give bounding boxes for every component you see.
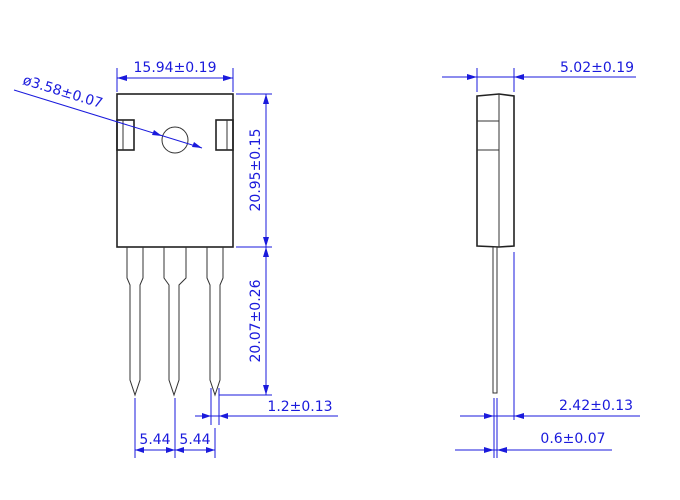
side-dimensions: 5.02±0.19 2.42±0.13 0.6±0.07 bbox=[442, 60, 640, 458]
right-tab bbox=[215, 119, 234, 151]
front-dimensions: 15.94±0.19 ø3.58±0.07 20.95±0.15 20.07±0… bbox=[13, 60, 338, 458]
lead-length-dimension-label: 20.07±0.26 bbox=[248, 279, 264, 362]
side-body bbox=[476, 93, 515, 248]
package-body bbox=[116, 93, 234, 248]
thickness-dimension-label: 5.02±0.19 bbox=[560, 60, 634, 76]
side-view bbox=[476, 93, 515, 394]
lead-thickness-dimension-label: 0.6±0.07 bbox=[540, 431, 605, 447]
lead-1 bbox=[126, 247, 144, 397]
body-height-dimension-label: 20.95±0.15 bbox=[248, 129, 264, 212]
hole-dimension-label: ø3.58±0.07 bbox=[21, 73, 105, 112]
lead-3 bbox=[206, 247, 224, 397]
pitch-left-dimension-label: 5.44 bbox=[139, 432, 170, 448]
lead-offset-dimension-label: 2.42±0.13 bbox=[559, 398, 633, 414]
left-tab bbox=[116, 119, 135, 151]
mounting-hole bbox=[161, 126, 189, 154]
pitch-right-dimension-label: 5.44 bbox=[179, 432, 210, 448]
lead-2 bbox=[163, 247, 187, 397]
lead-tip-dimension-label: 1.2±0.13 bbox=[267, 399, 332, 415]
width-dimension-label: 15.94±0.19 bbox=[134, 60, 217, 76]
side-lead bbox=[492, 246, 498, 394]
front-view bbox=[116, 93, 234, 397]
